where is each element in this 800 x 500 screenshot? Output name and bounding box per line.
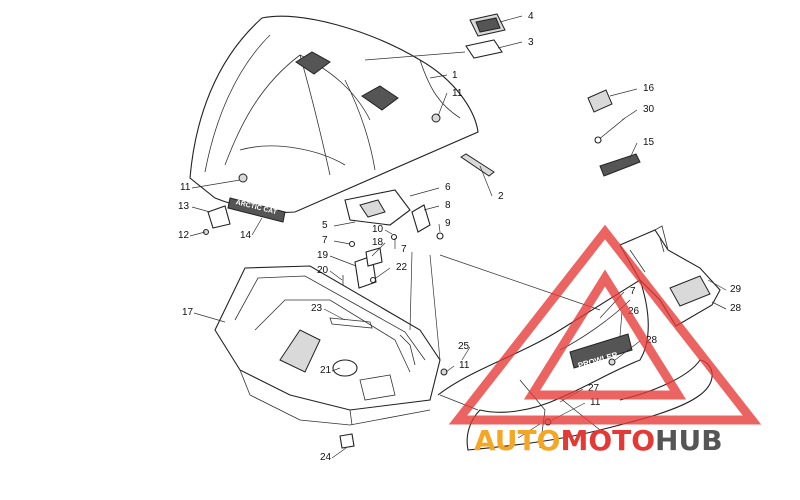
callout-label: 11 xyxy=(590,397,601,408)
hood-fastener xyxy=(431,113,441,123)
storage-bin-part xyxy=(214,265,441,426)
hood-logo-plate xyxy=(227,197,286,223)
callout-label: 7 xyxy=(524,432,530,443)
latch-bracket-parts xyxy=(344,189,444,248)
watermark-text-auto: AUTO xyxy=(474,424,560,457)
watermark-logo: AUTOMOTOHUB xyxy=(448,224,762,457)
callout-label: 11 xyxy=(459,360,470,371)
callout-label: 7 xyxy=(630,286,636,297)
drain-plug-part xyxy=(339,433,355,449)
watermark-text-hub: HUB xyxy=(655,424,723,457)
callout-label: 20 xyxy=(317,265,329,276)
callout-label: 16 xyxy=(643,83,655,94)
callout-label: 7 xyxy=(322,235,328,246)
callout-label: 8 xyxy=(445,200,451,211)
upper-side-panel-part xyxy=(619,225,721,327)
callout-label: 17 xyxy=(182,307,194,318)
callout-label: 24 xyxy=(320,452,332,463)
callout-label: 5 xyxy=(322,220,328,231)
callout-label: 27 xyxy=(588,383,600,394)
callout-label: 19 xyxy=(317,250,329,261)
callout-label: 28 xyxy=(646,335,658,346)
callout-labels: 1234567777891011111111121314151617181920… xyxy=(178,11,742,463)
callout-label: 28 xyxy=(730,303,742,314)
callout-label: 1 xyxy=(452,70,458,81)
bracket-parts xyxy=(342,247,383,292)
callout-label: 15 xyxy=(643,137,655,148)
latch-left-parts xyxy=(203,205,231,235)
callout-label: 25 xyxy=(458,341,470,352)
callout-label: 7 xyxy=(401,244,407,255)
callout-label: 26 xyxy=(628,306,640,317)
side-decal xyxy=(569,333,633,369)
vent-cover-parts xyxy=(465,13,506,59)
callout-label: 11 xyxy=(452,88,463,99)
guide-lines xyxy=(364,51,601,361)
callout-label: 4 xyxy=(528,11,534,22)
small-parts-right xyxy=(587,89,641,177)
callout-label: 23 xyxy=(311,303,323,314)
callout-label: 2 xyxy=(498,191,504,202)
hood-part: ARCTIC CAT xyxy=(189,15,479,223)
callout-label: 21 xyxy=(320,365,332,376)
callout-label: 12 xyxy=(178,230,190,241)
watermark-text-moto: MOTO xyxy=(560,424,655,457)
watermark-triangle-outer xyxy=(448,224,762,425)
hood-fastener xyxy=(238,173,248,183)
rod-part xyxy=(460,153,495,177)
callout-label: 13 xyxy=(178,201,190,212)
callout-label: 6 xyxy=(445,182,451,193)
callout-label: 14 xyxy=(240,230,252,241)
callout-label: 18 xyxy=(372,237,384,248)
callout-label: 29 xyxy=(730,284,742,295)
callout-label: 30 xyxy=(643,104,655,115)
watermark-text: AUTOMOTOHUB xyxy=(474,424,723,457)
callout-label: 22 xyxy=(396,262,408,273)
callout-label: 11 xyxy=(180,182,191,193)
callout-label: 9 xyxy=(445,218,451,229)
callout-label: 3 xyxy=(528,37,534,48)
callout-label: 10 xyxy=(372,224,384,235)
watermark-triangle-inner xyxy=(523,269,687,400)
